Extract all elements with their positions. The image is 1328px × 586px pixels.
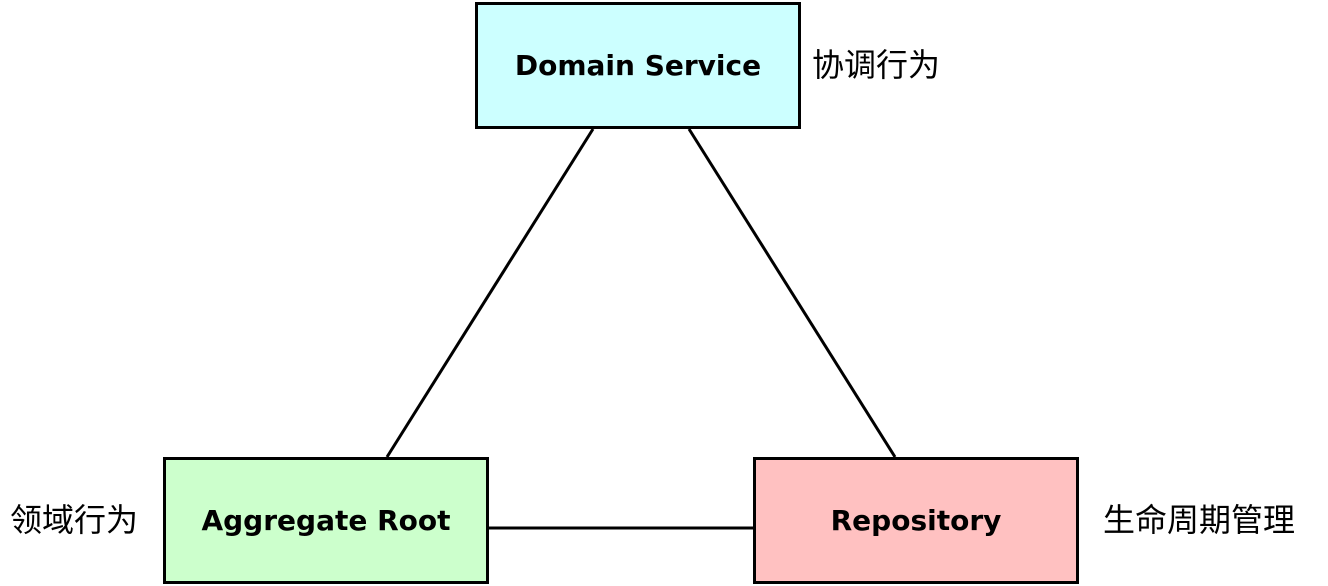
repository-label: Repository	[830, 504, 1002, 537]
aggregate-root-box: Aggregate Root	[163, 457, 489, 584]
repository-annotation: 生命周期管理	[1103, 501, 1296, 539]
repository-box: Repository	[753, 457, 1079, 584]
aggregate-root-annotation: 领域行为	[10, 501, 139, 539]
domain-service-box: Domain Service	[475, 2, 801, 129]
domain-service-label: Domain Service	[514, 49, 762, 82]
edge-domain-service-repository	[687, 128, 897, 458]
domain-service-annotation: 协调行为	[812, 46, 941, 84]
edge-domain-service-aggregate-root	[385, 128, 595, 458]
aggregate-root-label: Aggregate Root	[201, 504, 451, 537]
